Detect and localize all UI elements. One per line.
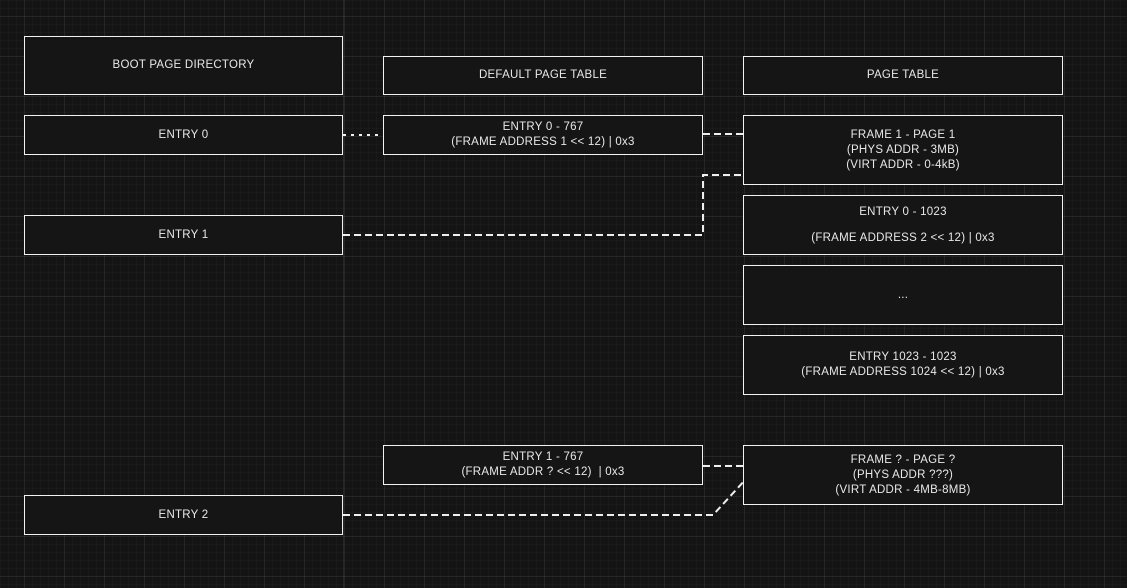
page-table-entry-ellipsis[interactable]: ... bbox=[743, 265, 1063, 325]
node-line: ... bbox=[897, 288, 909, 301]
node-line: FRAME 1 - PAGE 1 bbox=[850, 128, 956, 141]
boot-page-directory-entry-0[interactable]: ENTRY 0 bbox=[24, 115, 343, 155]
node-line: (FRAME ADDR ? << 12) | 0x3 bbox=[461, 466, 625, 478]
node-line: ENTRY 1023 - 1023 bbox=[849, 351, 957, 363]
boot-page-directory-header[interactable]: BOOT PAGE DIRECTORY bbox=[24, 36, 343, 95]
default-page-table-entry-0-767[interactable]: ENTRY 0 - 767 (FRAME ADDRESS 1 << 12) | … bbox=[383, 115, 703, 155]
node-line: ENTRY 1 bbox=[158, 228, 209, 241]
page-table-entry-1023-1023[interactable]: ENTRY 1023 - 1023 (FRAME ADDRESS 1024 <<… bbox=[743, 335, 1063, 395]
node-line: FRAME ? - PAGE ? bbox=[850, 453, 956, 466]
node-line: (PHYS ADDR ???) bbox=[852, 468, 954, 481]
page-boundary-guide bbox=[343, 0, 344, 588]
default-page-table-header[interactable]: DEFAULT PAGE TABLE bbox=[383, 56, 703, 95]
default-page-table-entry-1-767[interactable]: ENTRY 1 - 767 (FRAME ADDR ? << 12) | 0x3 bbox=[383, 445, 703, 485]
page-table-frame-1-page-1[interactable]: FRAME 1 - PAGE 1 (PHYS ADDR - 3MB) (VIRT… bbox=[743, 115, 1063, 185]
node-line: ENTRY 0 bbox=[158, 128, 209, 141]
node-line: ENTRY 1 - 767 bbox=[502, 451, 584, 463]
boot-page-directory-entry-1[interactable]: ENTRY 1 bbox=[24, 215, 343, 255]
node-line: (VIRT ADDR - 4MB-8MB) bbox=[835, 483, 971, 496]
node-line: DEFAULT PAGE TABLE bbox=[478, 69, 608, 81]
boot-page-directory-entry-2[interactable]: ENTRY 2 bbox=[24, 495, 343, 535]
node-line: ENTRY 0 - 1023 bbox=[859, 205, 947, 218]
node-line: (FRAME ADDRESS 1024 << 12) | 0x3 bbox=[801, 366, 1005, 378]
node-line: (VIRT ADDR - 0-4kB) bbox=[846, 158, 960, 171]
node-line: (FRAME ADDRESS 1 << 12) | 0x3 bbox=[451, 136, 635, 148]
page-table-frame-unknown-page-unknown[interactable]: FRAME ? - PAGE ? (PHYS ADDR ???) (VIRT A… bbox=[743, 445, 1063, 505]
node-line: (PHYS ADDR - 3MB) bbox=[846, 143, 960, 156]
node-line: BOOT PAGE DIRECTORY bbox=[112, 59, 255, 71]
node-line: ENTRY 2 bbox=[158, 508, 209, 521]
edge-entry1-to-page-table bbox=[343, 174, 743, 236]
page-table-header[interactable]: PAGE TABLE bbox=[743, 56, 1063, 95]
node-line: PAGE TABLE bbox=[866, 69, 940, 81]
node-line: (FRAME ADDRESS 2 << 12) | 0x3 bbox=[811, 231, 995, 244]
page-table-entry-0-1023[interactable]: ENTRY 0 - 1023 (FRAME ADDRESS 2 << 12) |… bbox=[743, 195, 1063, 255]
node-line: ENTRY 0 - 767 bbox=[502, 121, 584, 133]
